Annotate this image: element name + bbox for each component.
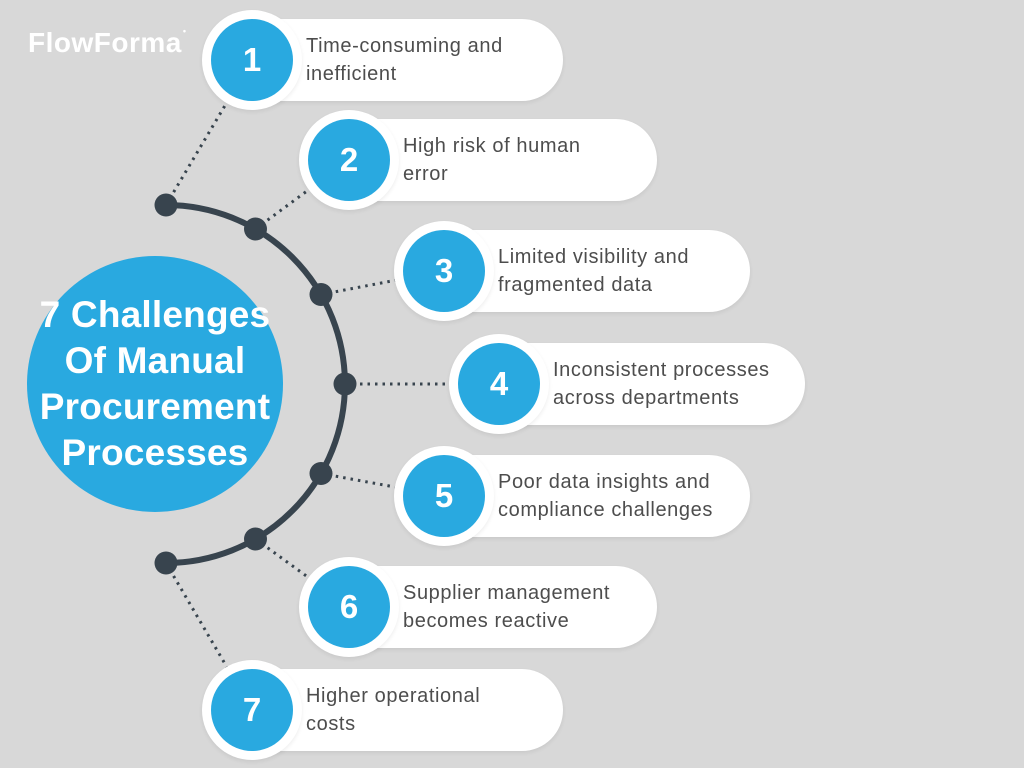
flowforma-logo: FlowForma•	[28, 26, 187, 59]
challenge-text: Poor data insights and compliance challe…	[498, 455, 748, 537]
challenge-text-line: Poor data insights and	[498, 471, 711, 493]
title-line: 7 Challenges	[39, 294, 271, 335]
challenge-number: 5	[434, 477, 454, 514]
challenge-text-line: costs	[306, 713, 356, 735]
title-line: Procurement	[39, 386, 271, 427]
challenge-text: Supplier management becomes reactive	[403, 566, 653, 648]
number-badge: 6	[308, 566, 390, 648]
arc-node-dot-7	[154, 551, 178, 575]
challenge-text-line: compliance challenges	[498, 499, 713, 521]
challenge-text: Inconsistent processes across department…	[553, 343, 803, 425]
challenge-text-line: becomes reactive	[403, 610, 570, 632]
challenge-text-line: Limited visibility and	[498, 246, 690, 268]
logo-trademark-mark: •	[182, 26, 187, 36]
challenge-text: Limited visibility and fragmented data	[498, 230, 748, 312]
central-title-circle: 7 Challenges Of Manual Procurement Proce…	[27, 256, 283, 512]
challenge-text: Higher operational costs	[306, 669, 556, 751]
number-badge: 1	[211, 19, 293, 101]
challenge-number: 6	[339, 588, 359, 625]
challenge-text-line: Inconsistent processes	[553, 359, 770, 381]
challenge-text-line: fragmented data	[498, 274, 653, 296]
challenge-text: High risk of human error	[403, 119, 653, 201]
number-badge: 5	[403, 455, 485, 537]
title-line: Of Manual	[64, 340, 246, 381]
challenge-card-7: 7 Higher operational costs	[202, 660, 563, 760]
challenge-text-line: Time-consuming and	[306, 35, 503, 57]
page-title: 7 Challenges Of Manual Procurement Proce…	[40, 292, 271, 476]
challenge-text-line: across departments	[553, 387, 740, 409]
flowforma-logo-text: FlowForma	[28, 27, 182, 58]
challenge-text-line: error	[403, 163, 449, 185]
number-badge: 3	[403, 230, 485, 312]
challenge-card-3: 3 Limited visibility and fragmented data	[394, 221, 750, 321]
challenge-number: 1	[242, 41, 262, 78]
challenge-text: Time-consuming and inefficient	[306, 19, 556, 101]
challenge-number: 2	[339, 141, 359, 178]
challenge-number: 7	[242, 691, 262, 728]
challenge-card-2: 2 High risk of human error	[299, 110, 657, 210]
challenge-card-6: 6 Supplier management becomes reactive	[299, 557, 657, 657]
arc-node-dot-6	[244, 527, 267, 551]
arc-node-dot-2	[244, 217, 267, 241]
challenge-card-4: 4 Inconsistent processes across departme…	[449, 334, 805, 434]
connector-line-1	[164, 59, 254, 206]
arc-node-dot-5	[309, 462, 333, 485]
number-badge: 2	[308, 119, 390, 201]
challenge-text-line: High risk of human	[403, 135, 581, 157]
arc-node-dot-3	[309, 283, 333, 306]
challenge-card-1: 1 Time-consuming and inefficient	[202, 10, 563, 110]
challenge-card-5: 5 Poor data insights and compliance chal…	[394, 446, 750, 546]
challenge-text-line: Supplier management	[403, 582, 611, 604]
number-badge: 7	[211, 669, 293, 751]
title-line: Processes	[61, 432, 249, 473]
arc-node-dot-1	[154, 193, 178, 217]
challenge-text-line: Higher operational	[306, 685, 481, 707]
challenge-text-line: inefficient	[306, 63, 397, 85]
arc-node-dot-4	[333, 372, 357, 396]
number-badge: 4	[458, 343, 540, 425]
challenge-number: 3	[434, 252, 454, 289]
challenge-number: 4	[489, 365, 509, 402]
